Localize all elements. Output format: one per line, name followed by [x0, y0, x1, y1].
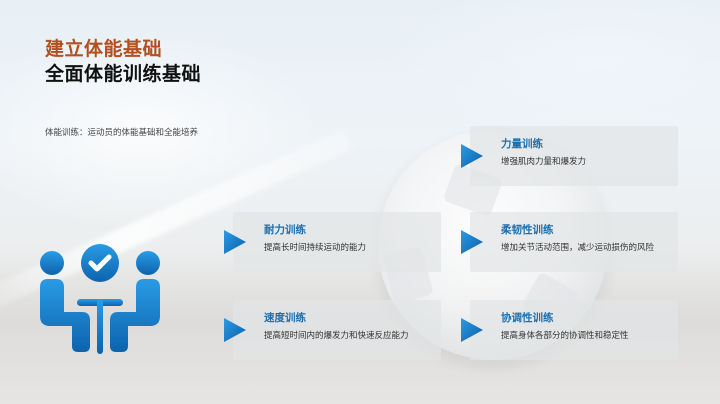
- card-strength-training: 力量训练 增强肌肉力量和爆发力: [461, 126, 678, 186]
- card-speed-training: 速度训练 提高短时间内的爆发力和快速反应能力: [224, 300, 441, 360]
- card-endurance-training: 耐力训练 提高长时间持续运动的能力: [224, 212, 441, 272]
- slide-title-accent: 建立体能基础: [45, 38, 163, 60]
- play-arrow-icon: [461, 318, 483, 342]
- intro-text: 体能训练：运动员的体能基础和全能培养: [45, 128, 199, 138]
- card-title: 柔韧性训练: [501, 224, 554, 236]
- card-description: 增强肌肉力量和爆发力: [501, 157, 587, 167]
- card-description: 增加关节活动范围，减少运动损伤的风险: [501, 243, 655, 253]
- slide-title: 全面体能训练基础: [45, 63, 202, 85]
- card-flexibility-training: 柔韧性训练 增加关节活动范围，减少运动损伤的风险: [461, 212, 678, 272]
- card-title: 力量训练: [501, 138, 543, 150]
- team-meeting-check-icon: [40, 244, 160, 354]
- play-arrow-icon: [461, 144, 483, 168]
- play-arrow-icon: [224, 230, 246, 254]
- card-title: 耐力训练: [264, 224, 306, 236]
- card-coordination-training: 协调性训练 提高身体各部分的协调性和稳定性: [461, 300, 678, 360]
- card-title: 速度训练: [264, 312, 306, 324]
- card-description: 提高身体各部分的协调性和稳定性: [501, 331, 629, 341]
- play-arrow-icon: [224, 318, 246, 342]
- card-description: 提高短时间内的爆发力和快速反应能力: [264, 331, 409, 341]
- play-arrow-icon: [461, 230, 483, 254]
- card-title: 协调性训练: [501, 312, 554, 324]
- card-description: 提高长时间持续运动的能力: [264, 243, 367, 253]
